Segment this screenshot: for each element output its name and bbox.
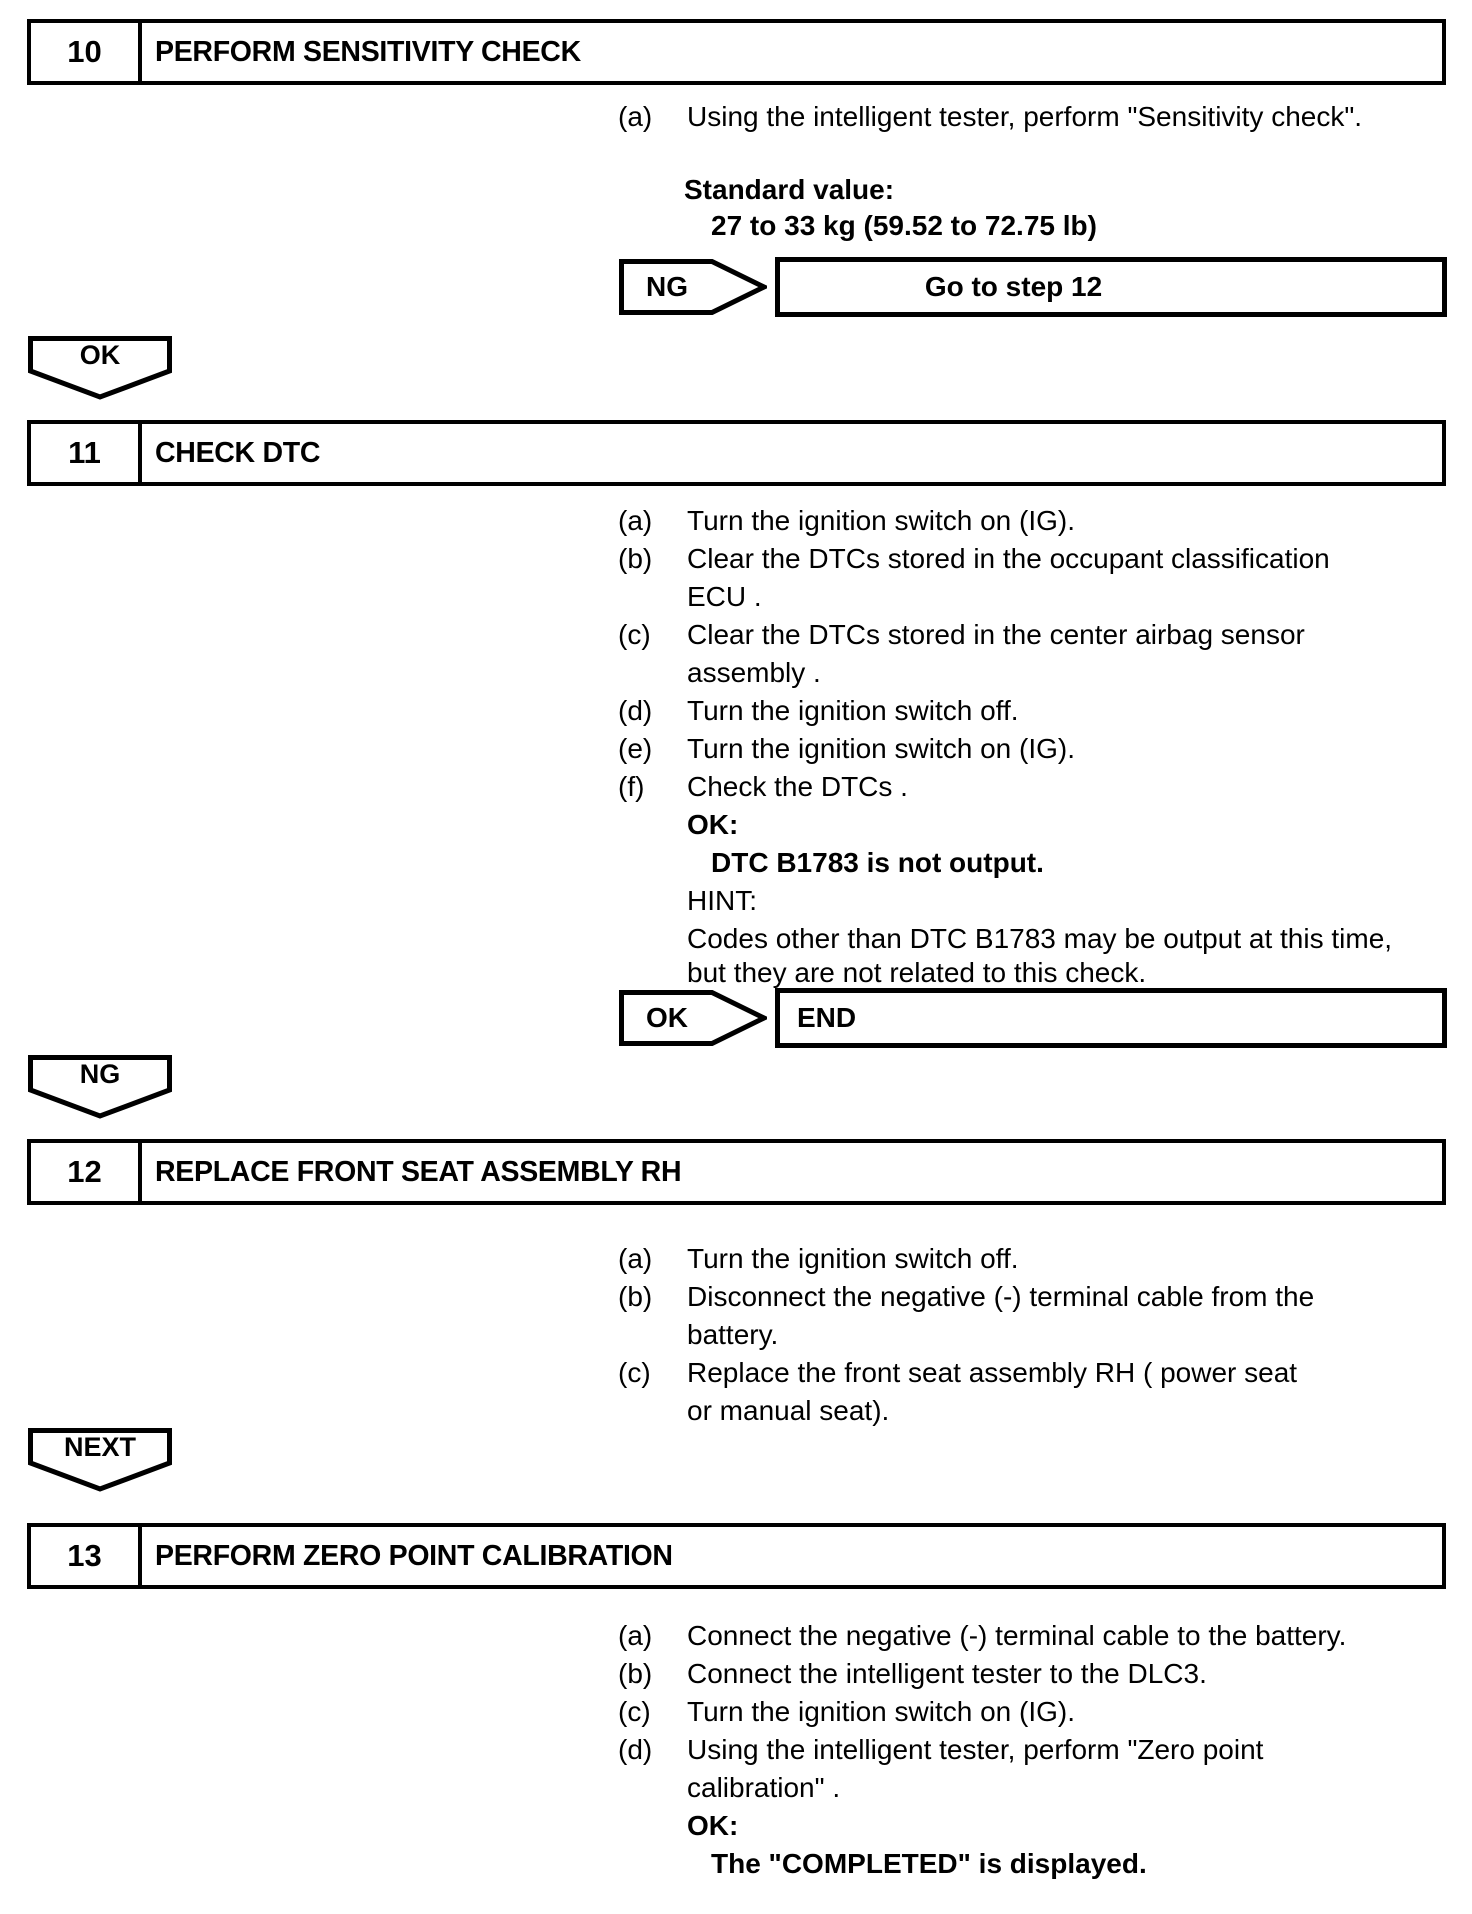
step-11-item-d-text: Turn the ignition switch off. (687, 695, 1019, 726)
step-12-item-c-text: Replace the front seat assembly RH ( pow… (687, 1357, 1298, 1388)
step-12-title: REPLACE FRONT SEAT ASSEMBLY RH (155, 1155, 682, 1188)
step-11-hint-line-2: but they are not related to this check. (687, 957, 1147, 988)
step-11-item-b-text-2: ECU . (687, 581, 762, 612)
step-13-item-a-label: (a) (618, 1620, 653, 1651)
step-13-item-d-text-2: calibration" . (687, 1772, 841, 1803)
ok-connector-step11: OK (619, 990, 767, 1046)
step-13-item-c-text: Turn the ignition switch on (IG). (687, 1696, 1076, 1727)
end-box: END (775, 988, 1447, 1048)
step-12-item-c-text-2: or manual seat). (687, 1395, 890, 1426)
step-11-hint-line-1: Codes other than DTC B1783 may be output… (687, 923, 1393, 954)
step-11-item-f-text: Check the DTCs . (687, 771, 908, 802)
step-13-item-b-text: Connect the intelligent tester to the DL… (687, 1658, 1207, 1689)
step-11-item-f-label: (f) (618, 771, 645, 802)
standard-value-heading: Standard value: (684, 174, 895, 205)
step-13-header-box: 13 PERFORM ZERO POINT CALIBRATION (27, 1523, 1446, 1589)
step-11-item-a-label: (a) (618, 505, 653, 536)
step-11-item-e-text: Turn the ignition switch on (IG). (687, 733, 1076, 764)
ok-down-arrow-label: OK (79, 339, 121, 370)
step-12-item-b-text-2: battery. (687, 1319, 779, 1350)
step-13-item-b-label: (b) (618, 1658, 653, 1689)
standard-value-text: 27 to 33 kg (59.52 to 72.75 lb) (711, 210, 1097, 241)
ng-arrow-label: NG (646, 271, 688, 302)
step-11-header-box: 11 CHECK DTC (27, 420, 1446, 486)
step-13-ok-heading: OK: (687, 1810, 739, 1841)
end-text: END (797, 1002, 857, 1033)
step-13-item-a-text: Connect the negative (-) terminal cable … (687, 1620, 1347, 1651)
ok-arrow-label: OK (646, 1002, 688, 1033)
step-12-item-a-text: Turn the ignition switch off. (687, 1243, 1019, 1274)
step-11-item-d-label: (d) (618, 695, 653, 726)
step-11-item-b-text: Clear the DTCs stored in the occupant cl… (687, 543, 1330, 574)
step-10-header-box: 10 PERFORM SENSITIVITY CHECK (27, 19, 1446, 85)
step-12-item-b-text: Disconnect the negative (-) terminal cab… (687, 1281, 1315, 1312)
step-11-item-a-text: Turn the ignition switch on (IG). (687, 505, 1076, 536)
ng-arrow-shape (619, 259, 767, 315)
step-10-item-a-label: (a) (618, 101, 653, 132)
step-12-item-a-label: (a) (618, 1243, 653, 1274)
step-11-ok-heading: OK: (687, 809, 739, 840)
step-13-item-c-label: (c) (618, 1696, 651, 1727)
ok-down-arrow-shape (28, 336, 172, 400)
ok-arrow-shape (619, 990, 767, 1046)
step-10-title: PERFORM SENSITIVITY CHECK (155, 35, 581, 68)
step-10-number: 10 (31, 23, 142, 81)
step-13-item-d-label: (d) (618, 1734, 653, 1765)
step-13-item-d-text: Using the intelligent tester, perform "Z… (687, 1734, 1264, 1765)
ng-down-arrow-label: NG (79, 1058, 121, 1089)
step-11-item-b-label: (b) (618, 543, 653, 574)
step-12-item-c-label: (c) (618, 1357, 651, 1388)
step-11-item-c-label: (c) (618, 619, 651, 650)
step-13-title: PERFORM ZERO POINT CALIBRATION (155, 1539, 673, 1572)
step-13-number: 13 (31, 1527, 142, 1585)
ng-connector-step10: NG (619, 259, 767, 315)
step-11-item-e-label: (e) (618, 733, 653, 764)
next-down-arrow-shape (28, 1428, 172, 1492)
ng-connector-step11: NG (28, 1055, 172, 1119)
step-12-number: 12 (31, 1143, 142, 1201)
step-11-item-c-text-2: assembly . (687, 657, 821, 688)
next-down-arrow-label: NEXT (63, 1431, 136, 1462)
step-11-title: CHECK DTC (155, 436, 321, 469)
step-12-header-box: 12 REPLACE FRONT SEAT ASSEMBLY RH (27, 1139, 1446, 1205)
step-13-ok-result: The "COMPLETED" is displayed. (711, 1848, 1147, 1879)
ok-connector-step10: OK (28, 336, 172, 400)
step-11-number: 11 (31, 424, 142, 482)
step-11-ok-result: DTC B1783 is not output. (711, 847, 1044, 878)
next-connector-step12: NEXT (28, 1428, 172, 1492)
ng-down-arrow-shape (28, 1055, 172, 1119)
goto-step-12-box: Go to step 12 (775, 257, 1447, 317)
step-11-hint-heading: HINT: (687, 885, 757, 916)
step-11-item-c-text: Clear the DTCs stored in the center airb… (687, 619, 1305, 650)
goto-step-12-text: Go to step 12 (924, 271, 1103, 302)
step-12-item-b-label: (b) (618, 1281, 653, 1312)
step-10-item-a-text: Using the intelligent tester, perform "S… (687, 101, 1363, 132)
